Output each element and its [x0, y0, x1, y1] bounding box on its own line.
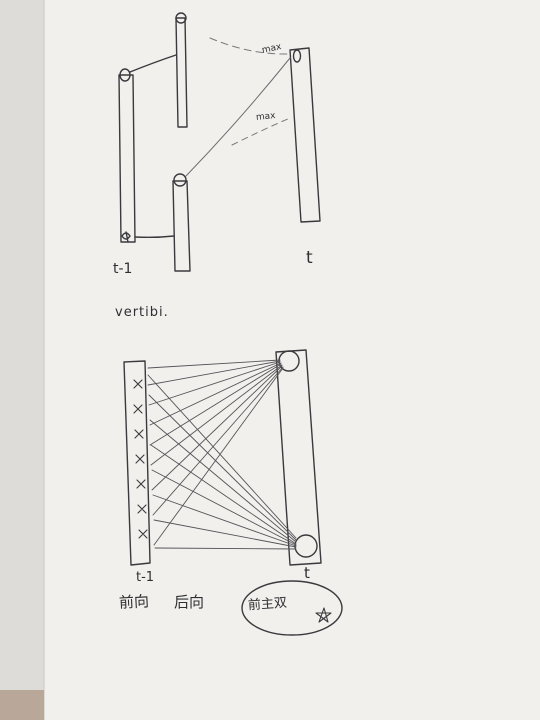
wood-corner — [0, 690, 44, 720]
label-backward: 后向 — [174, 593, 205, 611]
column-t-minus-1-lower — [172, 180, 191, 272]
transition-line — [129, 54, 177, 73]
label-viterbi: vertibi. — [115, 305, 169, 320]
transition-line-dashed — [209, 37, 291, 55]
label-t-bottom: t — [304, 564, 310, 582]
column-t-minus-1-left — [118, 74, 136, 243]
transition-line — [134, 235, 175, 239]
state-node-bottom — [121, 231, 131, 243]
circled-annotation — [241, 580, 343, 636]
label-t-minus-1-top: t-1 — [113, 261, 133, 277]
column-t-minus-1-upper — [175, 17, 188, 128]
column-t — [275, 349, 322, 566]
label-forward: 前向 — [118, 592, 150, 612]
column-t — [289, 47, 321, 223]
star-icon — [315, 607, 332, 623]
cross-marks — [133, 379, 148, 539]
transition-lines — [147, 359, 297, 550]
label-t-minus-1-bottom: t-1 — [136, 570, 155, 585]
bottom-diagram — [123, 349, 343, 636]
state-node-bottom — [294, 534, 318, 558]
state-node-t — [292, 49, 302, 63]
top-diagram — [118, 12, 321, 272]
state-node-lower — [173, 173, 187, 187]
state-node-upper — [175, 12, 187, 24]
column-t-minus-1 — [123, 360, 151, 566]
label-t-top: t — [306, 248, 313, 268]
paper-sheet — [44, 0, 540, 720]
transition-line — [185, 57, 291, 177]
transition-line-dashed — [231, 117, 291, 146]
label-circled-note: 前主双 — [247, 595, 288, 614]
state-node-top — [119, 68, 131, 82]
